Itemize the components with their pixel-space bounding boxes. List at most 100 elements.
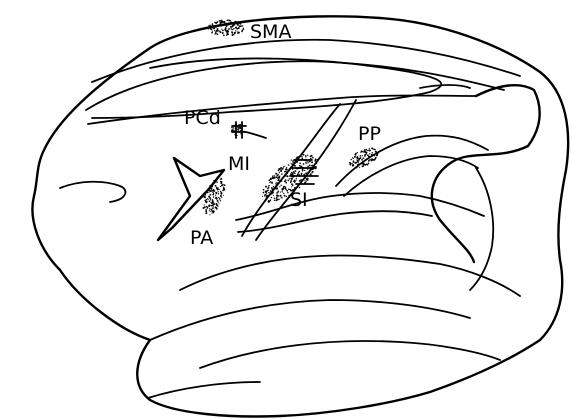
stipple-dot	[362, 157, 364, 159]
stipple-dot	[209, 200, 211, 202]
stipple-dot	[218, 197, 219, 198]
stipple-dot	[312, 171, 313, 172]
label-pcd: PCd	[184, 107, 221, 129]
stipple-dot	[220, 181, 221, 182]
stipple-dot	[276, 188, 277, 189]
stipple-dot	[369, 148, 370, 149]
stipple-dot	[203, 207, 205, 209]
stipple-dot	[216, 193, 218, 195]
stipple-dot	[368, 162, 370, 164]
stipple-dot	[227, 31, 229, 33]
stipple-dot	[265, 194, 267, 196]
stipple-dot	[296, 179, 297, 180]
stipple-dot	[363, 162, 364, 163]
stipple-dot	[223, 35, 225, 37]
stipple-dot	[363, 152, 364, 153]
label-sma: SMA	[250, 21, 291, 43]
stipple-dot	[210, 205, 212, 207]
stipple-dot	[219, 198, 221, 200]
stipple-dot	[205, 194, 206, 195]
stipple-dot	[286, 180, 287, 181]
stipple-dot	[282, 197, 283, 198]
occipital-boundary	[432, 85, 540, 262]
stipple-dot	[359, 167, 360, 168]
stipple-dot	[286, 196, 287, 197]
stipple-dot	[213, 189, 215, 191]
temporal-lobe-edge	[148, 382, 260, 398]
stipple-dot	[273, 186, 275, 188]
stipple-dot	[281, 188, 283, 190]
stipple-dot	[229, 20, 231, 22]
stipple-dot	[292, 185, 293, 186]
stipple-dot	[349, 162, 351, 164]
stipple-dot	[285, 175, 287, 177]
stipple-dot	[205, 212, 207, 214]
stipple-dot	[210, 199, 211, 200]
stipple-dot	[233, 28, 234, 29]
stipple-dot	[309, 169, 310, 170]
stipple-dot	[309, 165, 310, 166]
stipple-dot	[362, 164, 363, 165]
stipple-dot	[214, 25, 216, 27]
stipple-dot	[285, 179, 286, 180]
stipple-dot	[274, 198, 275, 199]
stipple-dot	[353, 162, 354, 163]
stipple-dot	[290, 173, 291, 174]
stipple-dot	[207, 208, 208, 209]
stipple-dot	[307, 163, 308, 164]
stipple-dot	[301, 173, 303, 175]
stipple-dot	[377, 152, 379, 154]
stipple-dot	[208, 25, 210, 27]
stipple-dot	[239, 26, 241, 28]
stipple-dot	[289, 178, 290, 179]
stipple-dot	[220, 178, 222, 180]
stipple-dot	[217, 33, 219, 35]
stipple-dot	[277, 190, 279, 192]
stipple-dot	[312, 157, 314, 159]
stipple-dot	[221, 20, 223, 22]
stipple-dot	[304, 170, 305, 171]
stipple-dot	[352, 165, 354, 167]
stipple-dot	[367, 150, 369, 152]
stipple-dot	[316, 163, 317, 164]
stipple-dot	[271, 197, 273, 199]
stipple-dot	[215, 26, 217, 28]
stipple-dot	[272, 176, 274, 178]
stipple-dot	[290, 163, 291, 164]
stipple-dot	[212, 201, 213, 202]
stipple-dot	[234, 23, 236, 25]
stipple-dot	[372, 152, 373, 153]
stipple-dot	[237, 23, 238, 24]
stipple-dot	[291, 180, 293, 182]
stipple-dot	[210, 28, 211, 29]
stipple-dot	[205, 197, 206, 198]
stipple-dot	[262, 196, 263, 197]
stipple-dot	[208, 196, 210, 198]
stipple-dot	[268, 192, 269, 193]
stipple-dot	[211, 183, 213, 185]
stipple-dot	[377, 154, 378, 155]
stipple-dot	[241, 30, 243, 32]
stipple-dot	[307, 172, 309, 174]
stipple-dot	[219, 20, 221, 22]
stipple-dot	[295, 170, 297, 172]
stipple-dot	[291, 163, 292, 164]
stipple-dot	[268, 187, 270, 189]
stipple-dot	[204, 197, 205, 198]
stipple-dot	[283, 168, 284, 169]
stipple-dot	[355, 154, 356, 155]
stipple-dot	[279, 186, 280, 187]
stipple-dot	[230, 22, 232, 24]
stipple-dot	[306, 178, 308, 180]
label-mi: MI	[228, 153, 250, 175]
stipple-dot	[311, 172, 313, 174]
stipple-dot	[270, 199, 271, 200]
stipple-dot	[290, 182, 291, 183]
stipple-dot	[299, 165, 301, 167]
stipple-dot	[296, 156, 298, 158]
stipple-dot	[236, 22, 237, 23]
stipple-dot	[212, 31, 213, 32]
stipple-dot	[353, 158, 354, 159]
stipple-dot	[271, 191, 273, 193]
stipple-dot	[209, 185, 210, 186]
